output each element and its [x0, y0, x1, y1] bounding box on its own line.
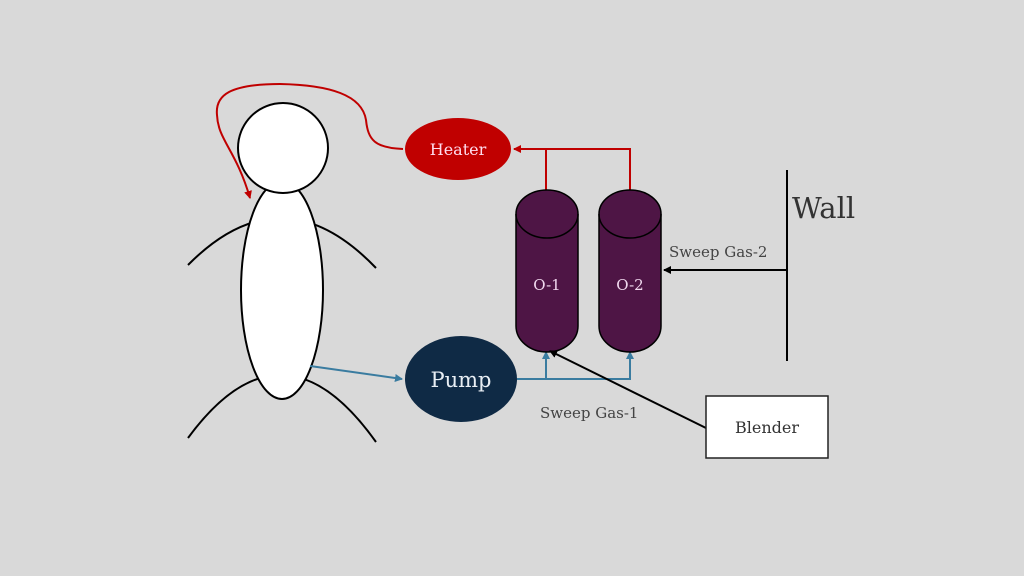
oxygenator-1-body: [515, 189, 579, 353]
oxygenator-to-heater-line: [514, 149, 631, 192]
heater-node: Heater: [405, 118, 511, 180]
patient-head: [237, 102, 329, 194]
patient-to-pump-line: [309, 365, 403, 382]
patient-figure: [187, 102, 377, 443]
sweep-gas-2-label: Sweep Gas-2: [669, 243, 767, 261]
heater-shape: [405, 118, 511, 180]
sweep-gas-1-label: Sweep Gas-1: [540, 404, 638, 422]
oxygenator-1: O-1: [515, 189, 579, 353]
pump-to-o2-line: [546, 351, 634, 380]
wall-label: Wall: [792, 191, 855, 225]
blender-node: Blender: [705, 395, 829, 459]
oxygenator-2: O-2: [598, 189, 662, 353]
oxygenator-1-label: O-1: [533, 276, 560, 294]
sweep-gas-1-line: [549, 350, 707, 429]
pump-shape: [405, 336, 517, 422]
heater-label: Heater: [430, 140, 487, 159]
blender-box: [705, 395, 829, 459]
heater-to-patient-line: [215, 82, 404, 199]
pump-label: Pump: [430, 368, 491, 392]
blender-label: Blender: [735, 418, 799, 437]
oxygenator-2-label: O-2: [616, 276, 643, 294]
pump-node: Pump: [405, 336, 517, 422]
oxygenator-2-body: [598, 189, 662, 353]
